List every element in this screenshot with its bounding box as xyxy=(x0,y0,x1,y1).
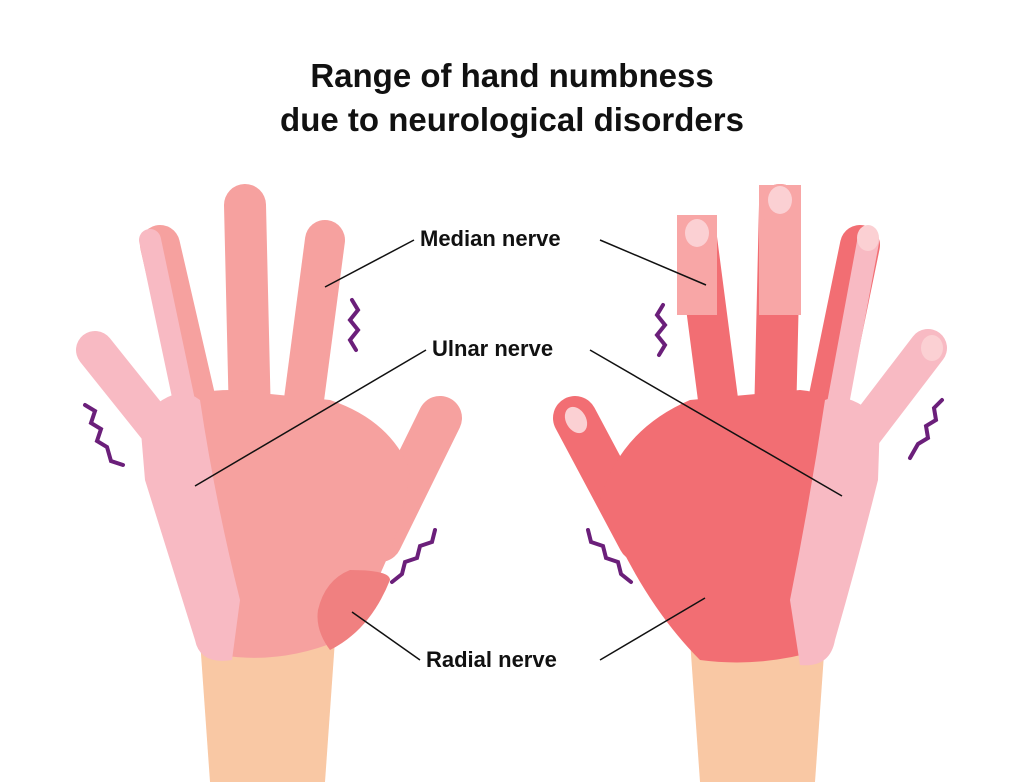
tingle-marks xyxy=(83,298,944,584)
left-wrist xyxy=(200,640,335,782)
tingle-icon xyxy=(347,298,361,352)
tingle-icon xyxy=(390,528,437,584)
leader-lines xyxy=(194,239,843,661)
left-radial-area xyxy=(317,570,390,650)
ulnar-nerve-label: Ulnar nerve xyxy=(432,336,554,361)
right-wrist xyxy=(690,640,825,782)
median-nerve-label: Median nerve xyxy=(420,226,561,251)
title-line-1: Range of hand numbness xyxy=(310,57,714,94)
tingle-icon xyxy=(83,403,125,467)
title-line-2: due to neurological disorders xyxy=(280,101,744,138)
tingle-icon xyxy=(586,528,633,584)
left-hand xyxy=(76,184,462,661)
tingle-icon xyxy=(654,303,668,357)
radial-nerve-label: Radial nerve xyxy=(426,647,557,672)
tingle-icon xyxy=(908,398,944,460)
right-hand xyxy=(553,184,947,666)
